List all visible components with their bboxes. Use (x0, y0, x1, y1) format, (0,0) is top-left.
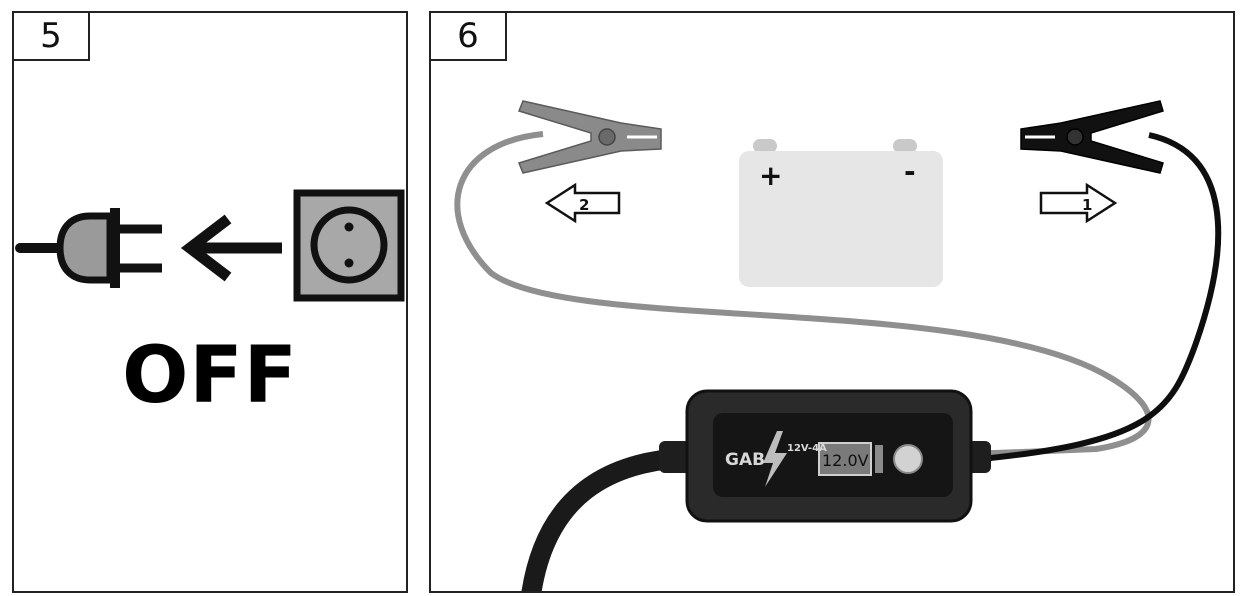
battery-disconnect-diagram: 2 1 + - GAB 12V-4A 12.0V (454, 100, 1222, 591)
mains-cable (521, 448, 682, 591)
battery-positive-terminal-label: + (759, 159, 782, 192)
off-label: OFF (122, 331, 298, 421)
charger-display: 12.0V (822, 451, 869, 470)
left-arrow-icon (180, 214, 282, 282)
step-number-6: 6 (431, 13, 507, 61)
arrow-1-label: 1 (1082, 196, 1092, 214)
negative-clamp-icon (1020, 100, 1164, 174)
panel-step-5: 5 OFF (12, 11, 408, 593)
remove-arrow-2-icon (544, 182, 621, 224)
wall-socket-icon (293, 189, 405, 302)
charger-model: 12V-4A (787, 443, 827, 454)
charger-icon (659, 389, 991, 523)
panel-step-6: 2 1 + - GAB 12V-4A 12.0V 6 (429, 11, 1235, 593)
battery-negative-terminal-label: - (904, 155, 916, 188)
positive-cable (454, 131, 1152, 457)
arrow-2-label: 2 (579, 196, 589, 214)
unplug-diagram (15, 189, 405, 302)
positive-clamp-icon (518, 100, 662, 174)
remove-arrow-1-icon (1039, 182, 1118, 224)
charger-brand: GAB (725, 450, 765, 470)
battery-icon (739, 139, 943, 287)
step-number-5: 5 (14, 13, 90, 61)
plug-icon (15, 208, 162, 288)
negative-cable (970, 132, 1222, 463)
